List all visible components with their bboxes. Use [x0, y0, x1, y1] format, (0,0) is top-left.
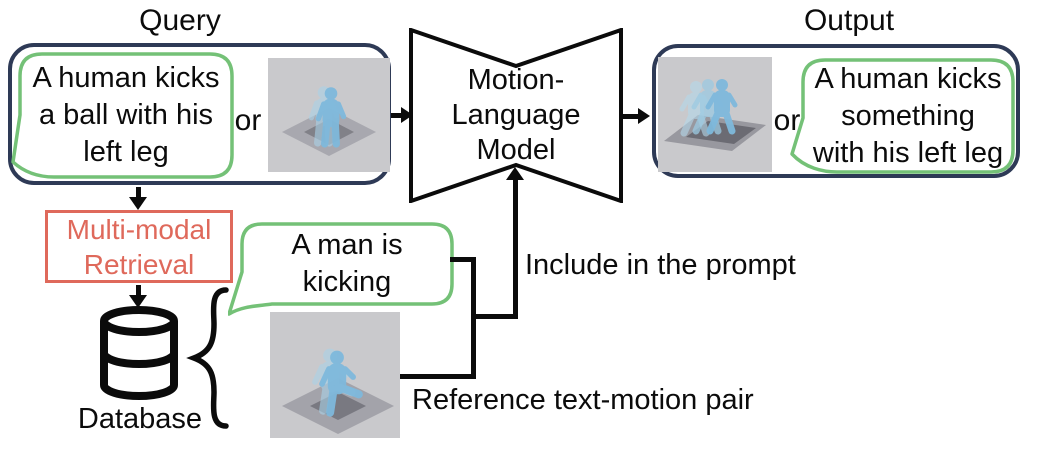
reference-motion-thumbnail	[270, 312, 400, 438]
model-to-output-arrow-shaft	[623, 114, 639, 119]
model-to-output-arrowhead	[638, 108, 650, 124]
query-or-label: or	[234, 104, 262, 137]
database-label: Database	[77, 402, 203, 435]
query-to-model-arrow-shaft	[391, 113, 403, 118]
speech-bubble-shape	[790, 58, 1015, 174]
curly-brace-icon	[186, 287, 229, 429]
speech-bubble-shape	[227, 222, 454, 316]
reference-motion-render	[282, 312, 394, 434]
retrieval-to-database-arrow-shaft	[136, 285, 141, 296]
bubble-connector-line-h	[450, 257, 476, 262]
output-motion-render	[664, 57, 766, 151]
merge-connector-line-h	[471, 314, 518, 319]
retrieval-to-database-arrowhead	[129, 295, 147, 308]
output-or-label: or	[773, 104, 801, 137]
model-label: Motion- Language Model	[451, 64, 581, 166]
query-motion-render	[282, 58, 376, 156]
thumbnail-connector-line-h	[400, 374, 476, 379]
prompt-arrowhead	[506, 167, 524, 180]
retrieval-box: Multi-modal Retrieval	[45, 210, 233, 283]
query-speech-bubble: A human kicks a ball with his left leg	[6, 52, 246, 194]
query-motion-thumbnail	[268, 58, 390, 172]
reference-speech-bubble: A man is kicking	[227, 222, 466, 324]
query-bubble-text: A human kicks a ball with his left leg	[32, 62, 220, 168]
query-to-retrieval-arrowhead	[129, 197, 147, 210]
include-in-prompt-label: Include in the prompt	[525, 249, 796, 281]
database-icon	[100, 306, 178, 400]
speech-bubble-shape	[11, 52, 234, 179]
prompt-arrow-shaft	[513, 180, 518, 319]
query-title: Query	[139, 4, 221, 37]
output-title: Output	[803, 4, 895, 37]
output-motion-thumbnail	[658, 57, 772, 172]
output-bubble-text: A human kicks something with his left le…	[812, 62, 1004, 169]
query-to-retrieval-arrow-shaft	[136, 187, 141, 198]
model-bowtie-shape	[409, 28, 623, 203]
output-speech-bubble: A human kicks something with his left le…	[789, 58, 1025, 188]
reference-pair-caption: Reference text-motion pair	[412, 384, 754, 416]
reference-bubble-text: A man is kicking	[291, 229, 403, 298]
